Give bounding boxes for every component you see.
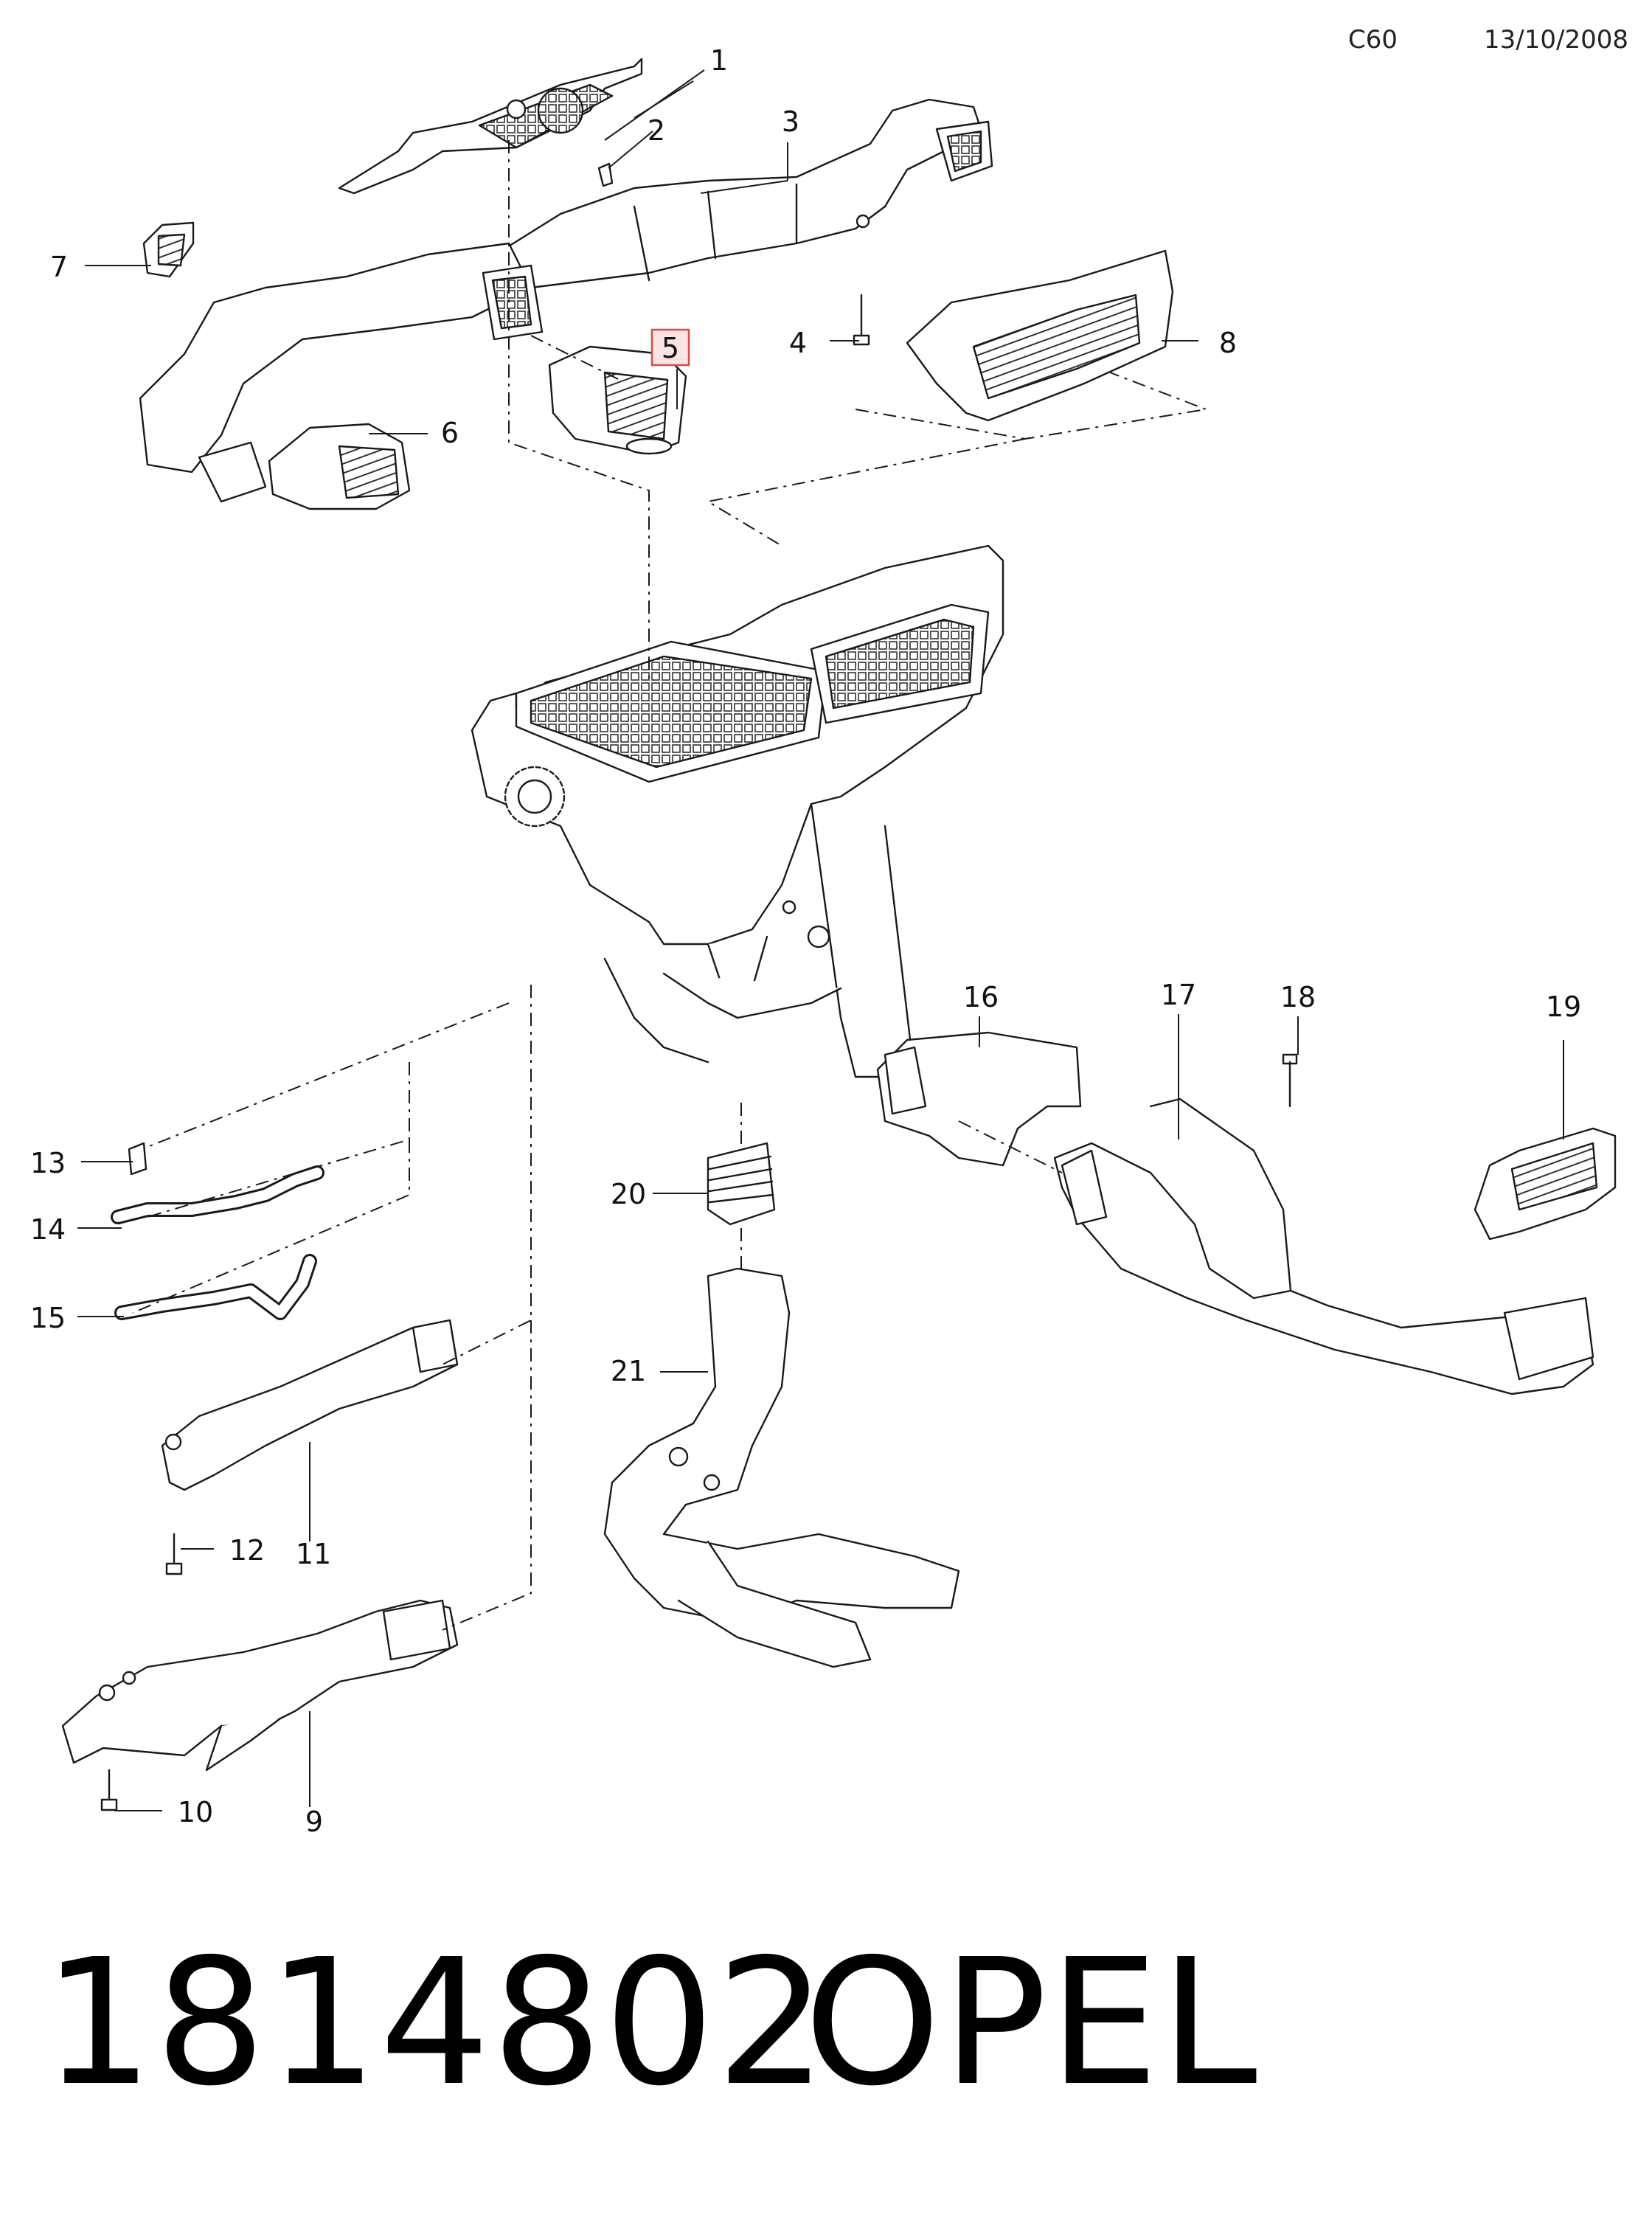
- diagram-code: C60: [1348, 25, 1398, 55]
- part-18-screw: [1282, 1053, 1298, 1108]
- callout-2[interactable]: 2: [648, 114, 665, 147]
- part-19-right-outlet: [1474, 1127, 1617, 1241]
- part-6-left-vent: [268, 423, 411, 510]
- callout-4[interactable]: 4: [789, 327, 807, 359]
- callout-10[interactable]: 10: [178, 1796, 213, 1828]
- part-7-side-outlet: [142, 221, 195, 278]
- callout-7[interactable]: 7: [50, 251, 68, 283]
- callout-5[interactable]: 5: [662, 332, 679, 364]
- part-2-clip: [597, 162, 614, 187]
- callout-11[interactable]: 11: [296, 1538, 331, 1570]
- callout-16[interactable]: 16: [963, 981, 999, 1013]
- part-11-front-floor-duct: [161, 1319, 459, 1491]
- part-16-connector-duct: [876, 1031, 1082, 1167]
- part-number: 1814802: [43, 1921, 829, 2124]
- part-21-floor-duct: [603, 1267, 960, 1668]
- callout-17[interactable]: 17: [1161, 979, 1196, 1011]
- callout-14[interactable]: 14: [30, 1213, 66, 1246]
- part-12-screw: [165, 1533, 183, 1575]
- part-14-hose: [111, 1165, 324, 1224]
- part-20-bellows: [707, 1142, 776, 1226]
- callout-6[interactable]: 6: [441, 417, 459, 449]
- callout-1[interactable]: 1: [710, 44, 728, 77]
- callout-8[interactable]: 8: [1219, 327, 1237, 359]
- callout-12[interactable]: 12: [229, 1534, 265, 1567]
- part-15-hose: [114, 1254, 317, 1320]
- callout-5-highlight: [650, 328, 690, 367]
- part-10-screw: [100, 1769, 118, 1811]
- diagram-date: 13/10/2008: [1484, 25, 1628, 55]
- callout-18[interactable]: 18: [1280, 981, 1316, 1013]
- part-5-centre-vent: [548, 345, 687, 455]
- part-8-right-vent: [906, 249, 1174, 422]
- part-13-grommet: [128, 1142, 148, 1176]
- assembly-guide-lines: [132, 140, 1209, 1631]
- callout-13[interactable]: 13: [30, 1147, 66, 1179]
- left-duct: [139, 242, 544, 503]
- callout-20[interactable]: 20: [611, 1178, 646, 1210]
- hvac-module: [471, 544, 1004, 1078]
- part-9-rear-floor-duct: [61, 1599, 459, 1772]
- callout-15[interactable]: 15: [30, 1302, 66, 1334]
- brand-name: OPEL: [804, 1921, 1259, 2124]
- part-3-centre-duct: [500, 98, 993, 289]
- callout-21[interactable]: 21: [611, 1355, 646, 1387]
- callout-3[interactable]: 3: [782, 105, 799, 138]
- callout-19[interactable]: 19: [1546, 991, 1581, 1023]
- part-17-right-duct: [1053, 1097, 1594, 1395]
- callout-9[interactable]: 9: [305, 1806, 323, 1838]
- part-4-screw: [853, 294, 870, 346]
- callout-leader-lines: [77, 69, 1564, 1811]
- part-1-defroster-panel: [338, 58, 643, 195]
